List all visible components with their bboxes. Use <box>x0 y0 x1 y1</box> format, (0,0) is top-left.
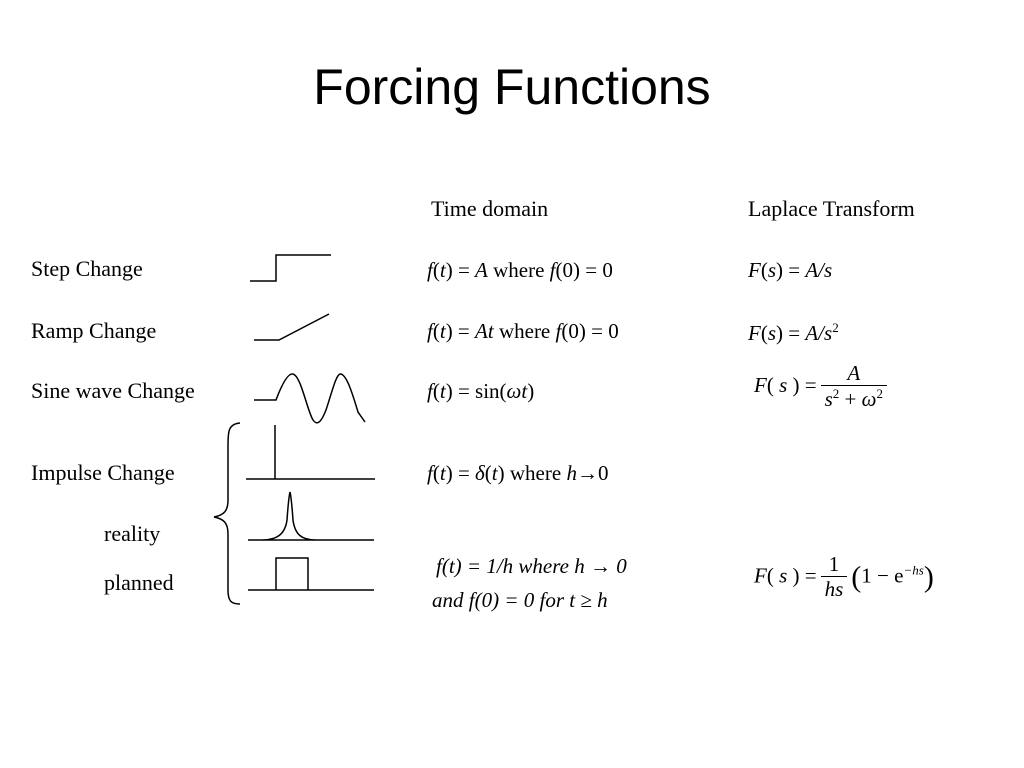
step-waveform <box>250 254 331 282</box>
impulse-waveform <box>246 425 375 480</box>
sine-waveform <box>254 373 366 424</box>
header-laplace-transform: Laplace Transform <box>748 196 915 221</box>
ramp-laplace-eq: F(s) = A/s2 <box>748 320 839 345</box>
label-reality: reality <box>104 521 161 546</box>
step-time-domain-eq: f(t) = A where f(0) = 0 <box>427 258 613 282</box>
grouping-brace <box>213 422 241 605</box>
impulse-time-domain-eq: f(t) = δ(t) where h→0 <box>427 461 609 485</box>
planned-pulse-waveform <box>248 557 374 591</box>
sine-time-domain-eq: f(t) = sin(ωt) <box>427 379 535 403</box>
label-planned: planned <box>104 570 174 595</box>
ramp-time-domain-eq: f(t) = At where f(0) = 0 <box>427 319 619 343</box>
slide-title: Forcing Functions <box>313 59 711 115</box>
step-laplace-eq: F(s) = A/s <box>748 258 833 282</box>
label-ramp-change: Ramp Change <box>31 318 157 343</box>
label-step-change: Step Change <box>31 256 143 281</box>
header-time-domain: Time domain <box>431 196 549 221</box>
label-impulse-change: Impulse Change <box>31 460 175 485</box>
ramp-waveform <box>254 313 330 341</box>
label-sine-wave-change: Sine wave Change <box>31 378 195 403</box>
planned-time-domain-eq-line1: f(t) = 1/h where h → 0 <box>436 554 627 578</box>
reality-peak-waveform <box>248 491 374 541</box>
planned-time-domain-eq-line2: and f(0) = 0 for t ≥ h <box>432 588 608 612</box>
